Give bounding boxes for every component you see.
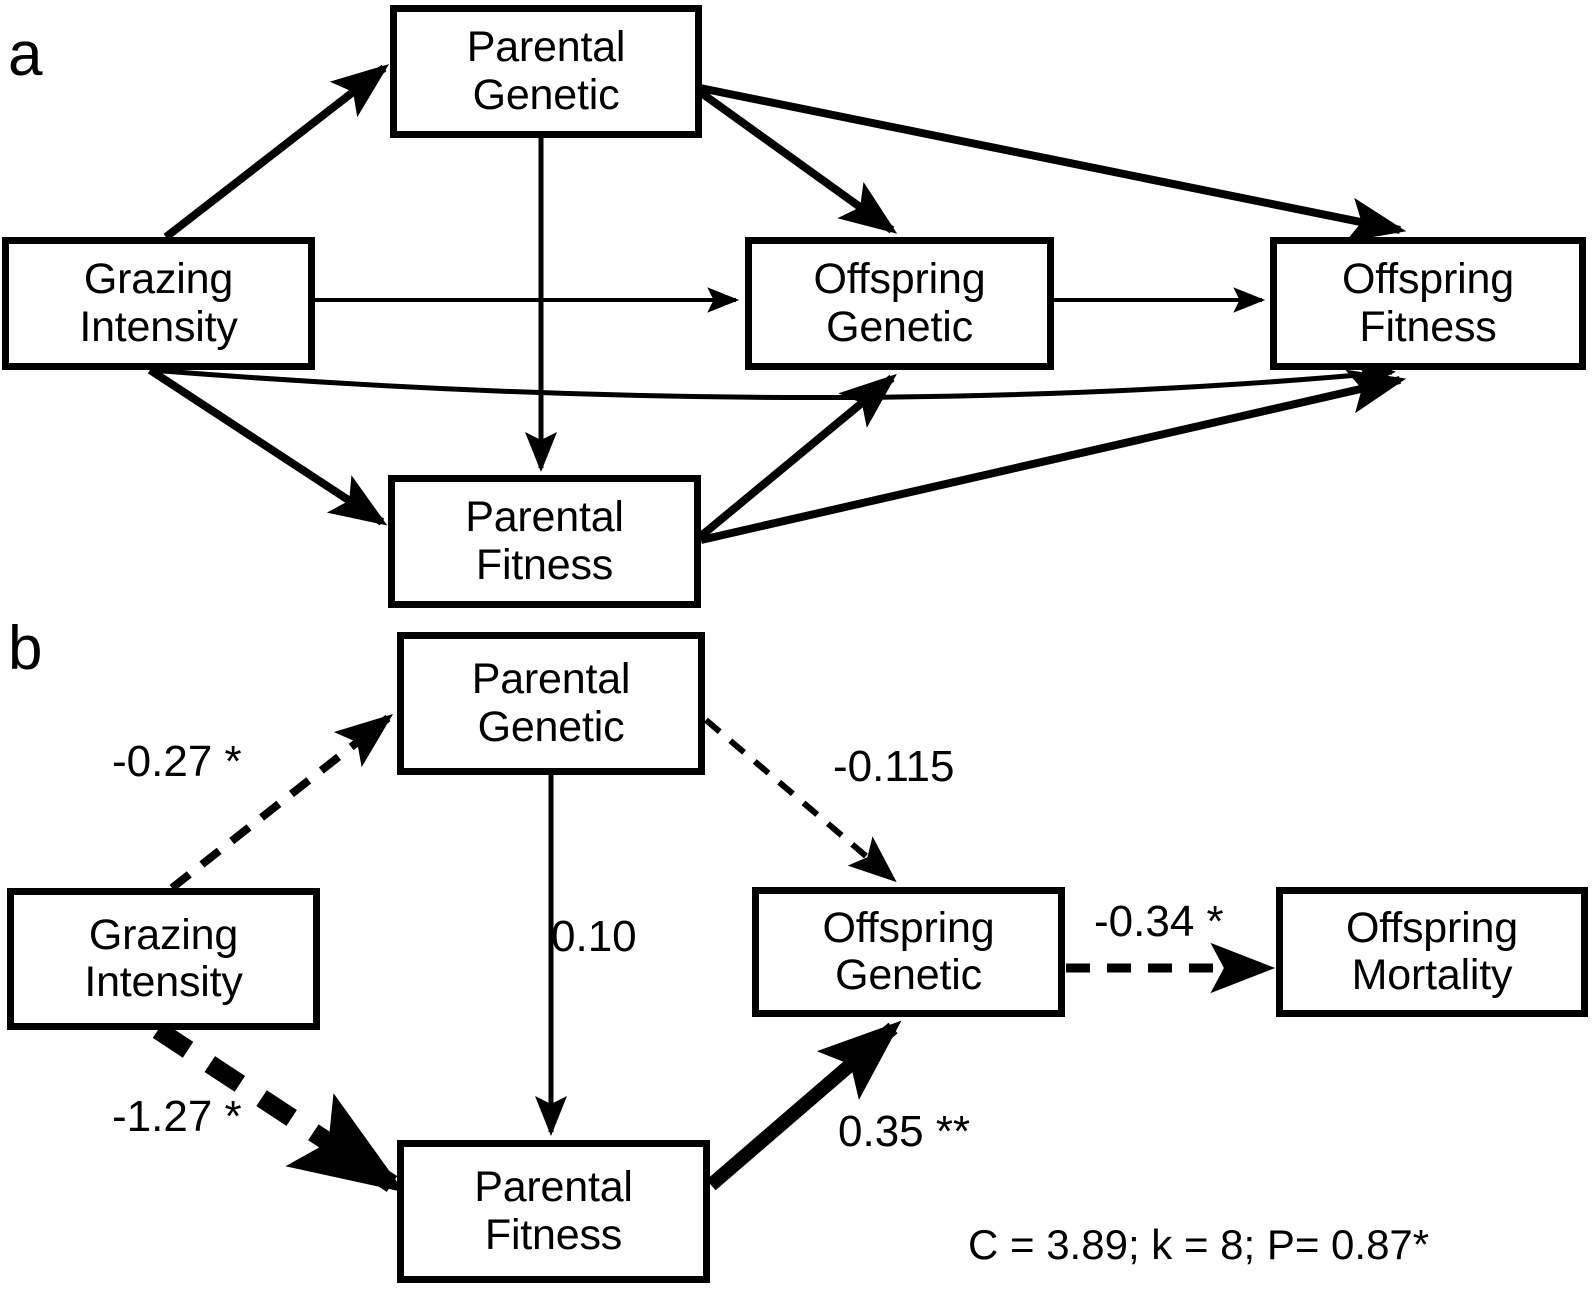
- node-b-offspring-mortality[interactable]: Offspring Mortality: [1276, 887, 1588, 1017]
- node-label-line1: Offspring: [822, 903, 995, 952]
- edge-label-parental-genetic-to-offspring-genetic: -0.115: [833, 742, 955, 791]
- node-b-parental-genetic[interactable]: Parental Genetic: [397, 632, 705, 775]
- model-fit-statistics: C = 3.89; k = 8; P= 0.87*: [968, 1221, 1430, 1268]
- node-label-line1: Parental: [466, 23, 626, 72]
- node-label-line2: Fitness: [475, 540, 614, 589]
- edge-label-grazing-to-parental-fitness: -1.27 *: [112, 1092, 242, 1141]
- node-label-line1: Offspring: [1342, 255, 1514, 304]
- edge-a-grazing-to-offspring-fitness: [149, 359, 1396, 400]
- node-label-line2: Mortality: [1351, 951, 1513, 999]
- panel-letter-a: a: [8, 20, 43, 89]
- node-a-offspring-fitness[interactable]: Offspring Fitness: [1270, 237, 1586, 370]
- node-label-line1: Grazing: [88, 910, 239, 959]
- node-a-parental-genetic[interactable]: Parental Genetic: [390, 5, 702, 138]
- edge-a-grazing-to-parental-genetic: [163, 64, 390, 241]
- node-a-offspring-genetic[interactable]: Offspring Genetic: [745, 237, 1054, 370]
- panel-letter-b: b: [8, 614, 43, 683]
- node-label-line2: Intensity: [79, 302, 238, 351]
- node-label-line1: Offspring: [813, 255, 986, 304]
- node-a-parental-fitness[interactable]: Parental Fitness: [388, 475, 701, 608]
- node-label-line1: Parental: [465, 493, 624, 542]
- node-b-parental-fitness[interactable]: Parental Fitness: [397, 1140, 710, 1283]
- edge-a-parental-genetic-to-offspring-fitness: [699, 84, 1407, 242]
- node-a-grazing-intensity[interactable]: Grazing Intensity: [2, 237, 315, 370]
- node-label-line2: Genetic: [477, 702, 625, 751]
- node-label-line1: Offspring: [1346, 903, 1518, 952]
- node-label-line1: Grazing: [83, 255, 234, 304]
- node-label-line2: Fitness: [1359, 302, 1497, 351]
- edge-label-parental-fitness-to-offspring-genetic: 0.35 **: [838, 1107, 971, 1156]
- node-b-grazing-intensity[interactable]: Grazing Intensity: [7, 888, 320, 1030]
- node-label-line2: Genetic: [826, 302, 973, 351]
- node-label-line2: Fitness: [484, 1210, 623, 1259]
- node-label-line2: Intensity: [84, 958, 243, 1006]
- edge-label-parental-genetic-to-parental-fitness: 0.10: [551, 912, 637, 961]
- node-label-line2: Genetic: [472, 70, 620, 119]
- edge-a-parental-genetic-to-offspring-genetic: [697, 88, 898, 234]
- edge-a-grazing-to-parental-fitness: [147, 366, 388, 526]
- node-label-line2: Genetic: [835, 951, 982, 999]
- node-label-line1: Parental: [471, 655, 631, 704]
- edge-label-offspring-genetic-to-offspring-mortality: -0.34 *: [1094, 897, 1224, 946]
- edge-label-grazing-to-parental-genetic: -0.27 *: [112, 737, 242, 786]
- node-b-offspring-genetic[interactable]: Offspring Genetic: [752, 887, 1065, 1017]
- node-label-line1: Parental: [474, 1163, 633, 1212]
- edge-a-parental-fitness-to-offspring-genetic: [698, 373, 897, 540]
- edge-a-parental-fitness-to-offspring-fitness: [700, 369, 1407, 544]
